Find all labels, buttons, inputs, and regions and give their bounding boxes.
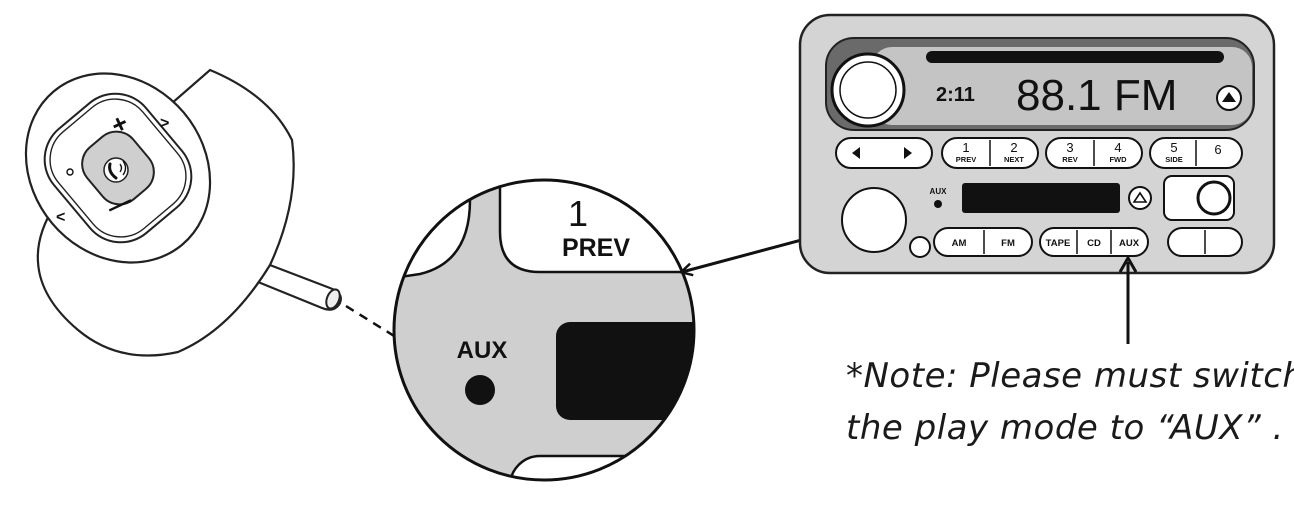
preset-label-1: PREV [956, 155, 976, 164]
mode-buttons: AM FM TAPE CD AUX [933, 227, 1243, 257]
preset-number-5: 5 [1170, 140, 1177, 155]
zoom-aux-label: AUX [457, 337, 508, 364]
tape-cd-aux-button[interactable] [1039, 227, 1149, 257]
preset-number-3: 3 [1066, 140, 1073, 155]
am-fm-button[interactable] [933, 227, 1033, 257]
preset-number-2: 2 [1010, 140, 1017, 155]
stereo-aux-jack[interactable] [934, 200, 942, 208]
mode-label-fm: FM [1001, 238, 1015, 249]
preset-label-5: SIDE [1165, 155, 1183, 164]
note-line-1: *Note: Please must switch [846, 356, 1294, 396]
preset-label-3: REV [1062, 155, 1077, 164]
seek-button[interactable] [835, 137, 933, 169]
stereo-aux-jack-label: AUX [930, 187, 948, 196]
tape-slot [962, 183, 1120, 213]
zoom-preset-label: PREV [562, 234, 630, 262]
mode-label-cd: CD [1087, 238, 1101, 249]
preset-number-1: 1 [962, 140, 969, 155]
clock-display: 2:11 [936, 84, 975, 106]
preset-label-2: NEXT [1004, 155, 1024, 164]
phone-icon [103, 157, 129, 183]
mode-label-tape: TAPE [1046, 238, 1071, 249]
mode-label-am: AM [952, 238, 967, 249]
stereo-display: 2:11 88.1 FM [825, 37, 1255, 131]
preset-label-4: FWD [1109, 155, 1127, 164]
zoom-detail-circle: 1 PREV AUX [392, 178, 696, 482]
chevron-right-icon: > [160, 115, 169, 132]
mode-label-aux: AUX [1119, 238, 1140, 249]
right-knob[interactable] [1196, 180, 1232, 216]
chevron-left-icon: < [56, 209, 65, 226]
frequency-display: 88.1 FM [1016, 71, 1177, 120]
aux-mode-note: *Note: Please must switch the play mode … [846, 350, 1294, 454]
aux-button-pointer [1118, 254, 1138, 344]
display-eject-button[interactable] [1216, 85, 1242, 111]
preset-number-6: 6 [1214, 142, 1221, 157]
mic-dot-icon [66, 168, 74, 176]
seek-left-icon [852, 147, 860, 159]
zoom-preset-number: 1 [568, 193, 588, 234]
note-line-2: the play mode to “AUX” . [846, 408, 1284, 448]
bluetooth-receiver: + > < — [24, 68, 342, 357]
seek-right-icon [904, 147, 912, 159]
zoom-aux-jack [465, 375, 495, 405]
tape-eject-button[interactable] [1128, 186, 1152, 210]
small-round-button[interactable] [909, 236, 931, 258]
tune-knob[interactable] [841, 187, 907, 253]
preset-number-4: 4 [1114, 140, 1121, 155]
